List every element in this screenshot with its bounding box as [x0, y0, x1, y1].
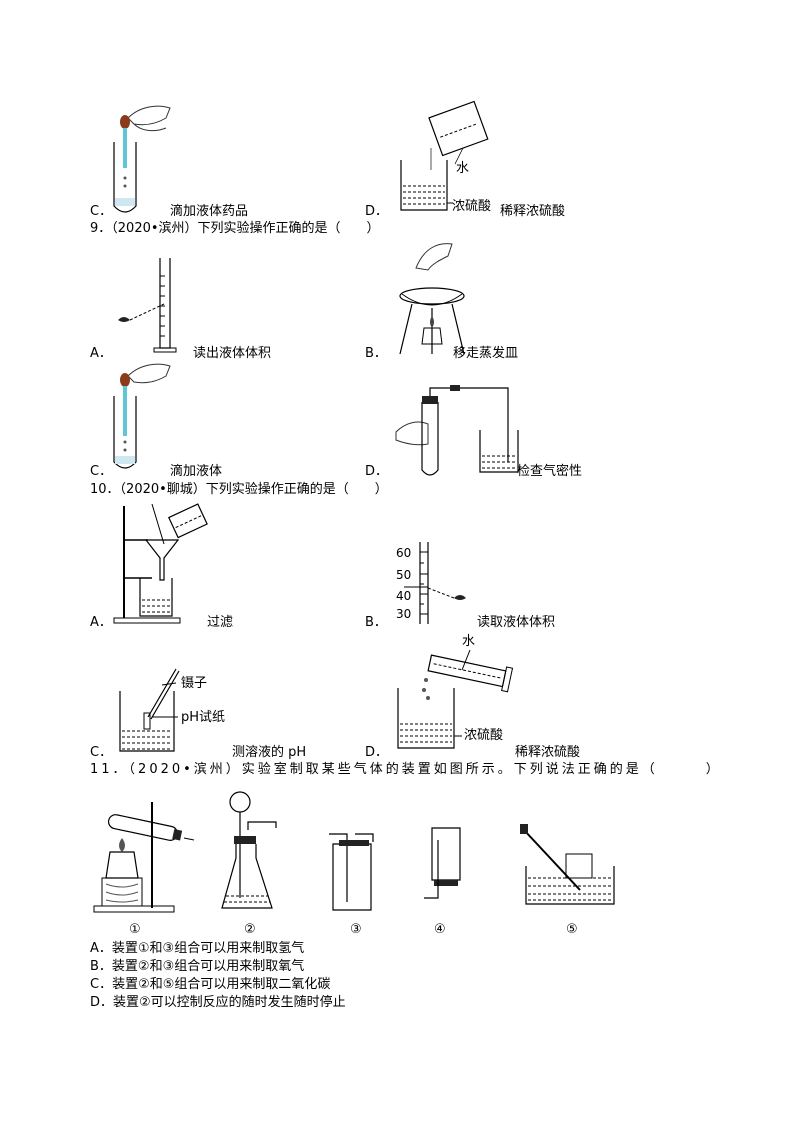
q9-option-d-letter: D． — [365, 464, 389, 479]
q9-option-a-caption: 读出液体体积 — [193, 346, 272, 361]
q9-option-d-caption: 检查气密性 — [517, 464, 583, 479]
apparatus-label-5: ⑤ — [566, 922, 578, 937]
q10-d-water-label: 水 — [462, 634, 476, 649]
q11-stem: 11．（2020•滨州）实验室制取某些气体的装置如图所示。下列说法正确的是（ ） — [90, 762, 722, 777]
graduated-cylinder-reading-figure — [112, 256, 192, 360]
q10-option-a-letter: A． — [90, 615, 112, 630]
q10-d-acid-label: 浓硫酸 — [464, 728, 504, 743]
q10-option-b-caption: 读取液体体积 — [477, 615, 556, 630]
q9-option-b-caption: 移走蒸发皿 — [453, 346, 519, 361]
q9-option-b-letter: B． — [365, 346, 387, 361]
q10-option-c-letter: C． — [90, 745, 113, 760]
apparatus-label-2: ② — [244, 922, 256, 937]
q10-option-c-caption: 测溶液的 pH — [232, 745, 307, 760]
dilute-acid-figure-bottom — [392, 636, 522, 760]
q10-option-b-letter: B． — [365, 615, 387, 630]
q9-option-c-caption: 滴加液体 — [170, 464, 223, 479]
cylinder-tick-50: 50 — [396, 568, 412, 582]
q10-option-a-caption: 过滤 — [207, 615, 234, 630]
q10-stem: 10．（2020•聊城）下列实验操作正确的是（ ） — [90, 482, 388, 497]
q10-c-ph-paper-label: pH试纸 — [181, 710, 226, 725]
apparatus-4-figure — [420, 822, 470, 922]
dropper-test-tube-figure — [100, 102, 180, 221]
q11-option-c: C．装置②和⑤组合可以用来制取二氧化碳 — [90, 977, 331, 992]
filtration-figure — [112, 500, 222, 632]
q11-option-d: D．装置②可以控制反应的随时发生随时停止 — [90, 995, 346, 1010]
q11-option-b: B．装置②和③组合可以用来制取氧气 — [90, 959, 305, 974]
cylinder-tick-30: 30 — [396, 607, 412, 621]
q8-option-d-caption: 稀释浓硫酸 — [500, 204, 566, 219]
apparatus-1-figure — [90, 798, 200, 922]
q10-option-d-letter: D． — [365, 745, 389, 760]
apparatus-label-1: ① — [129, 922, 141, 937]
cylinder-scale-figure — [404, 540, 484, 630]
q10-option-d-caption: 稀释浓硫酸 — [515, 745, 581, 760]
evaporating-dish-figure — [388, 238, 478, 362]
q9-option-c-letter: C． — [90, 464, 113, 479]
q9-stem: 9．（2020•滨州）下列实验操作正确的是（ ） — [90, 221, 380, 236]
airtightness-check-figure — [392, 382, 522, 486]
dilute-acid-figure-top — [395, 100, 515, 219]
apparatus-3-figure — [325, 822, 385, 922]
apparatus-2-figure — [218, 788, 288, 922]
cylinder-tick-60: 60 — [396, 546, 412, 560]
q8-d-water-label: 水 — [456, 161, 470, 176]
apparatus-5-figure — [520, 820, 620, 924]
q8-option-c-letter: C． — [90, 204, 113, 219]
apparatus-label-3: ③ — [350, 922, 362, 937]
apparatus-label-4: ④ — [434, 922, 446, 937]
q11-option-a: A．装置①和③组合可以用来制取氢气 — [90, 941, 305, 956]
dropper-inside-tube-figure — [100, 362, 180, 478]
q8-option-d-letter: D． — [365, 204, 389, 219]
q8-option-c-caption: 滴加液体药品 — [170, 204, 249, 219]
q8-d-acid-label: 浓硫酸 — [452, 199, 492, 214]
q10-c-tweezers-label: 镊子 — [181, 676, 208, 691]
cylinder-tick-40: 40 — [396, 589, 412, 603]
q9-option-a-letter: A． — [90, 346, 112, 361]
ph-test-figure — [116, 665, 186, 759]
